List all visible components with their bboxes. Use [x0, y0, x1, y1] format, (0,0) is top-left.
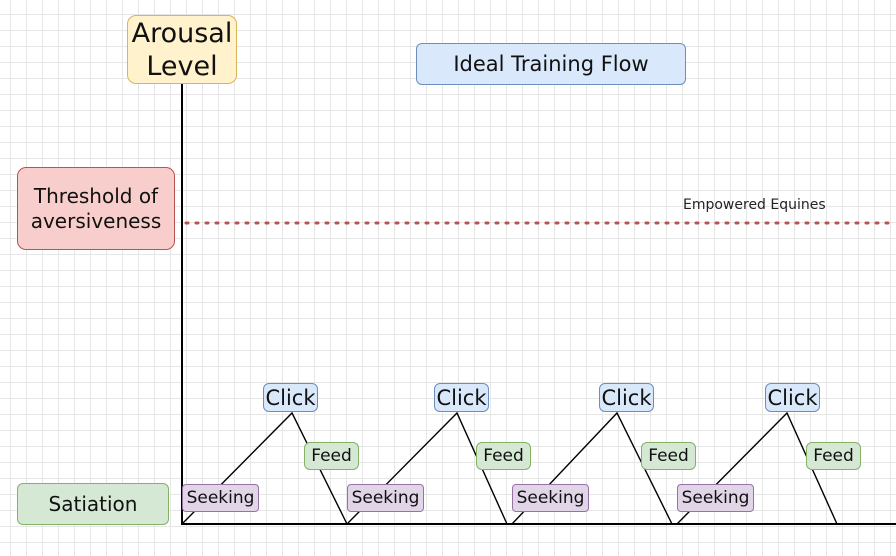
feed-label: Feed	[304, 442, 359, 470]
feed-label: Feed	[476, 442, 531, 470]
seeking-label: Seeking	[512, 484, 589, 512]
threshold-label: Threshold of aversiveness	[17, 167, 175, 250]
seeking-label: Seeking	[677, 484, 754, 512]
feed-label: Feed	[806, 442, 861, 470]
y-axis-label: Arousal Level	[127, 15, 237, 84]
feed-label: Feed	[641, 442, 696, 470]
diagram-title: Ideal Training Flow	[416, 43, 686, 85]
click-label: Click	[765, 383, 820, 412]
satiation-label: Satiation	[17, 483, 169, 525]
click-label: Click	[599, 383, 654, 412]
seeking-label: Seeking	[347, 484, 424, 512]
click-label: Click	[434, 383, 489, 412]
click-label: Click	[263, 383, 318, 412]
threshold-line-label: Empowered Equines	[683, 197, 826, 213]
seeking-label: Seeking	[182, 484, 259, 512]
